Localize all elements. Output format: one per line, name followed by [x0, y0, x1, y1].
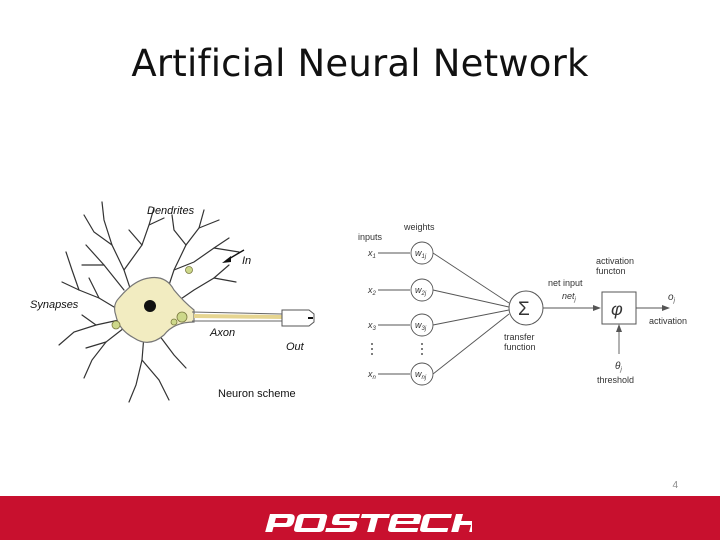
input-row-n: xn wnj — [367, 362, 434, 386]
slide-title: Artificial Neural Network — [131, 42, 589, 85]
synapses-label: Synapses — [30, 299, 79, 311]
svg-text:w1j: w1j — [415, 248, 427, 260]
neuron-diagram: Dendrites In Synapses Axon Out Neuron sc… — [30, 201, 315, 403]
dendrites-label: Dendrites — [147, 205, 195, 217]
input-row-1: x1 w1j — [367, 241, 434, 265]
phi-symbol: φ — [611, 299, 623, 319]
svg-text:x2: x2 — [367, 285, 377, 297]
svg-text:x3: x3 — [367, 320, 377, 332]
threshold-label: threshold — [597, 375, 634, 385]
theta-symbol: θj — [615, 361, 622, 373]
sum-symbol: Σ — [518, 299, 530, 320]
input-row-3: x3 w3j — [367, 313, 434, 337]
svg-text:xn: xn — [367, 369, 377, 381]
net-symbol: netj — [562, 291, 577, 303]
inputs-label: inputs — [358, 232, 383, 242]
net-input-label: net input — [548, 278, 583, 288]
svg-text:w2j: w2j — [415, 285, 427, 297]
input-row-2: x2 w2j — [367, 278, 434, 302]
in-label: In — [242, 255, 251, 267]
output-symbol: oj — [668, 292, 676, 304]
axon-label: Axon — [209, 327, 235, 339]
neuron-caption: Neuron scheme — [218, 388, 296, 400]
activation-output-label: activation — [649, 316, 687, 326]
postech-logo — [265, 514, 472, 532]
ellipsis-dots — [371, 343, 423, 355]
footer-bar — [0, 496, 720, 540]
svg-text:x1: x1 — [367, 248, 376, 260]
artificial-neuron-diagram: inputs weights x1 w1j x2 w2j x3 w3j xn w… — [358, 222, 687, 386]
page-number: 4 — [672, 480, 678, 491]
weights-label: weights — [403, 222, 435, 232]
svg-text:w3j: w3j — [415, 320, 427, 332]
out-label: Out — [286, 341, 305, 353]
svg-text:wnj: wnj — [415, 369, 427, 381]
